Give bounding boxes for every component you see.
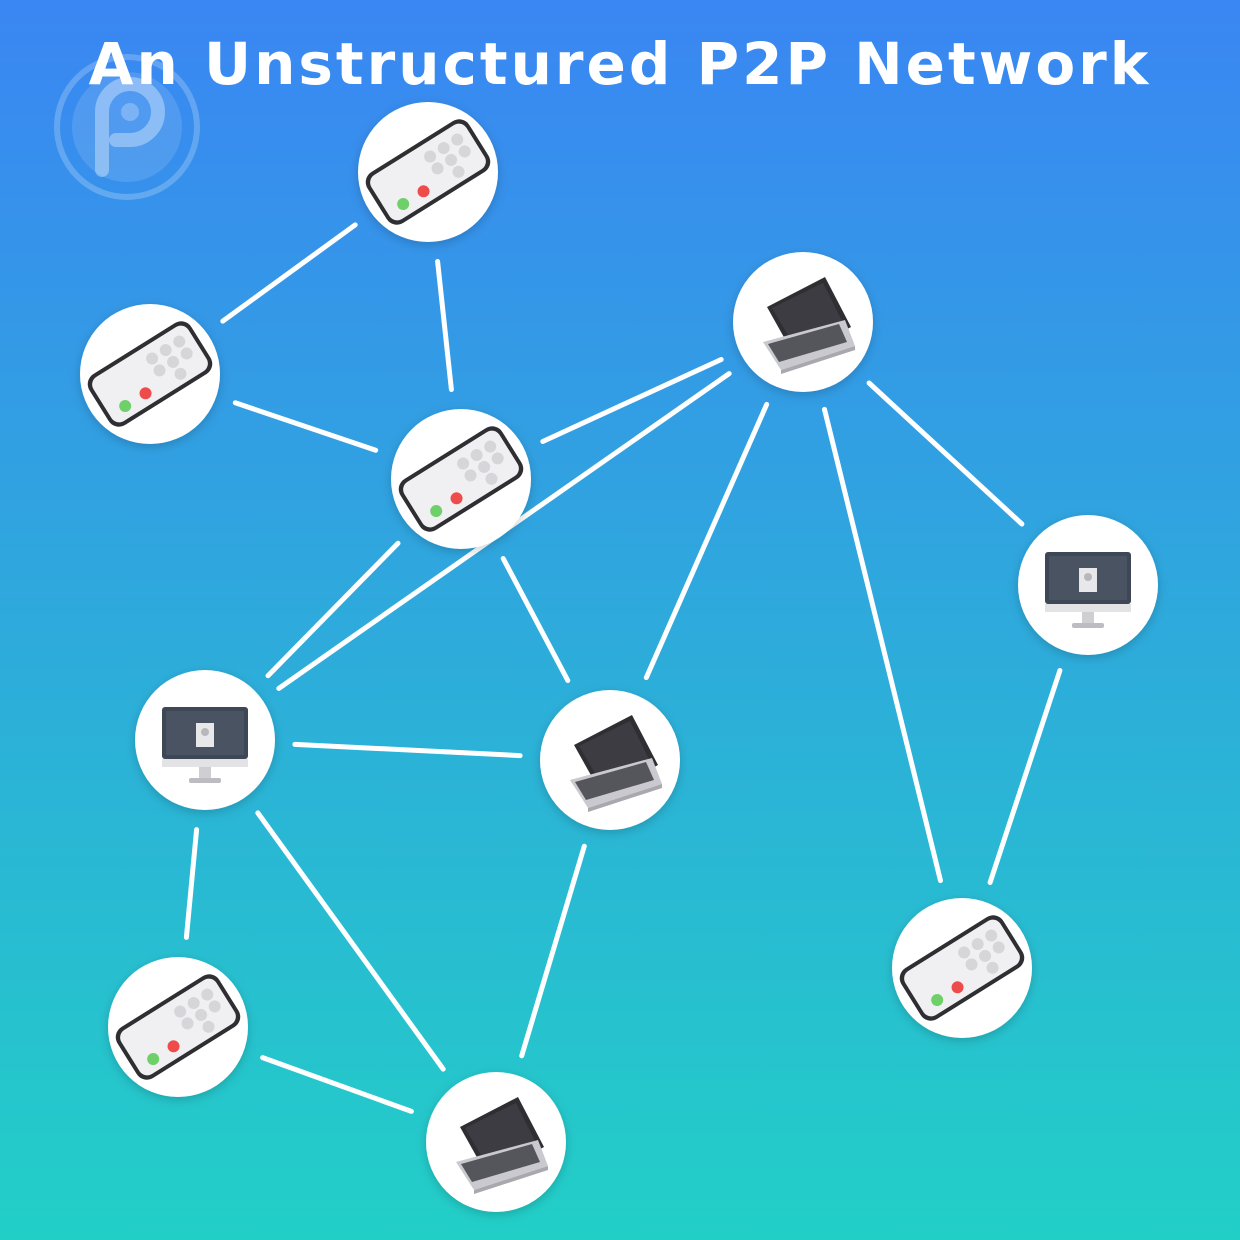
node-phone-top	[358, 102, 498, 242]
node-laptop-top-right	[733, 252, 873, 392]
edge-laptop-top-right-laptop-center	[643, 401, 770, 681]
edge-phone-left-phone-center	[232, 400, 379, 453]
edge-desktop-left-laptop-center	[292, 741, 523, 759]
peer-nodes	[80, 102, 1158, 1212]
node-phone-center	[391, 409, 531, 549]
connection-lines	[183, 222, 1063, 1114]
p2p-logo-icon	[54, 54, 200, 200]
diagram-title: An Unstructured P2P Network	[88, 30, 1152, 98]
edge-desktop-right-phone-bottom-right	[987, 668, 1063, 885]
node-desktop-left	[135, 670, 275, 810]
edge-phone-top-phone-left	[220, 222, 358, 324]
edge-phone-center-laptop-center	[500, 556, 571, 683]
node-phone-bottom-right	[892, 898, 1032, 1038]
edge-laptop-center-laptop-bottom	[519, 843, 587, 1059]
edge-phone-bottom-left-laptop-bottom	[260, 1055, 414, 1114]
node-phone-bottom-left	[108, 957, 248, 1097]
edge-desktop-left-phone-bottom-left	[183, 827, 200, 940]
node-laptop-bottom	[426, 1072, 566, 1212]
edge-phone-top-phone-center	[435, 259, 454, 392]
edge-laptop-top-right-phone-bottom-right	[822, 406, 943, 884]
node-laptop-center	[540, 690, 680, 830]
edge-laptop-top-right-desktop-right	[866, 380, 1025, 527]
edge-phone-center-laptop-top-right	[540, 357, 724, 444]
node-phone-left	[80, 304, 220, 444]
edge-phone-center-desktop-left	[265, 540, 401, 679]
edge-desktop-left-laptop-bottom	[255, 810, 446, 1072]
node-desktop-right	[1018, 515, 1158, 655]
